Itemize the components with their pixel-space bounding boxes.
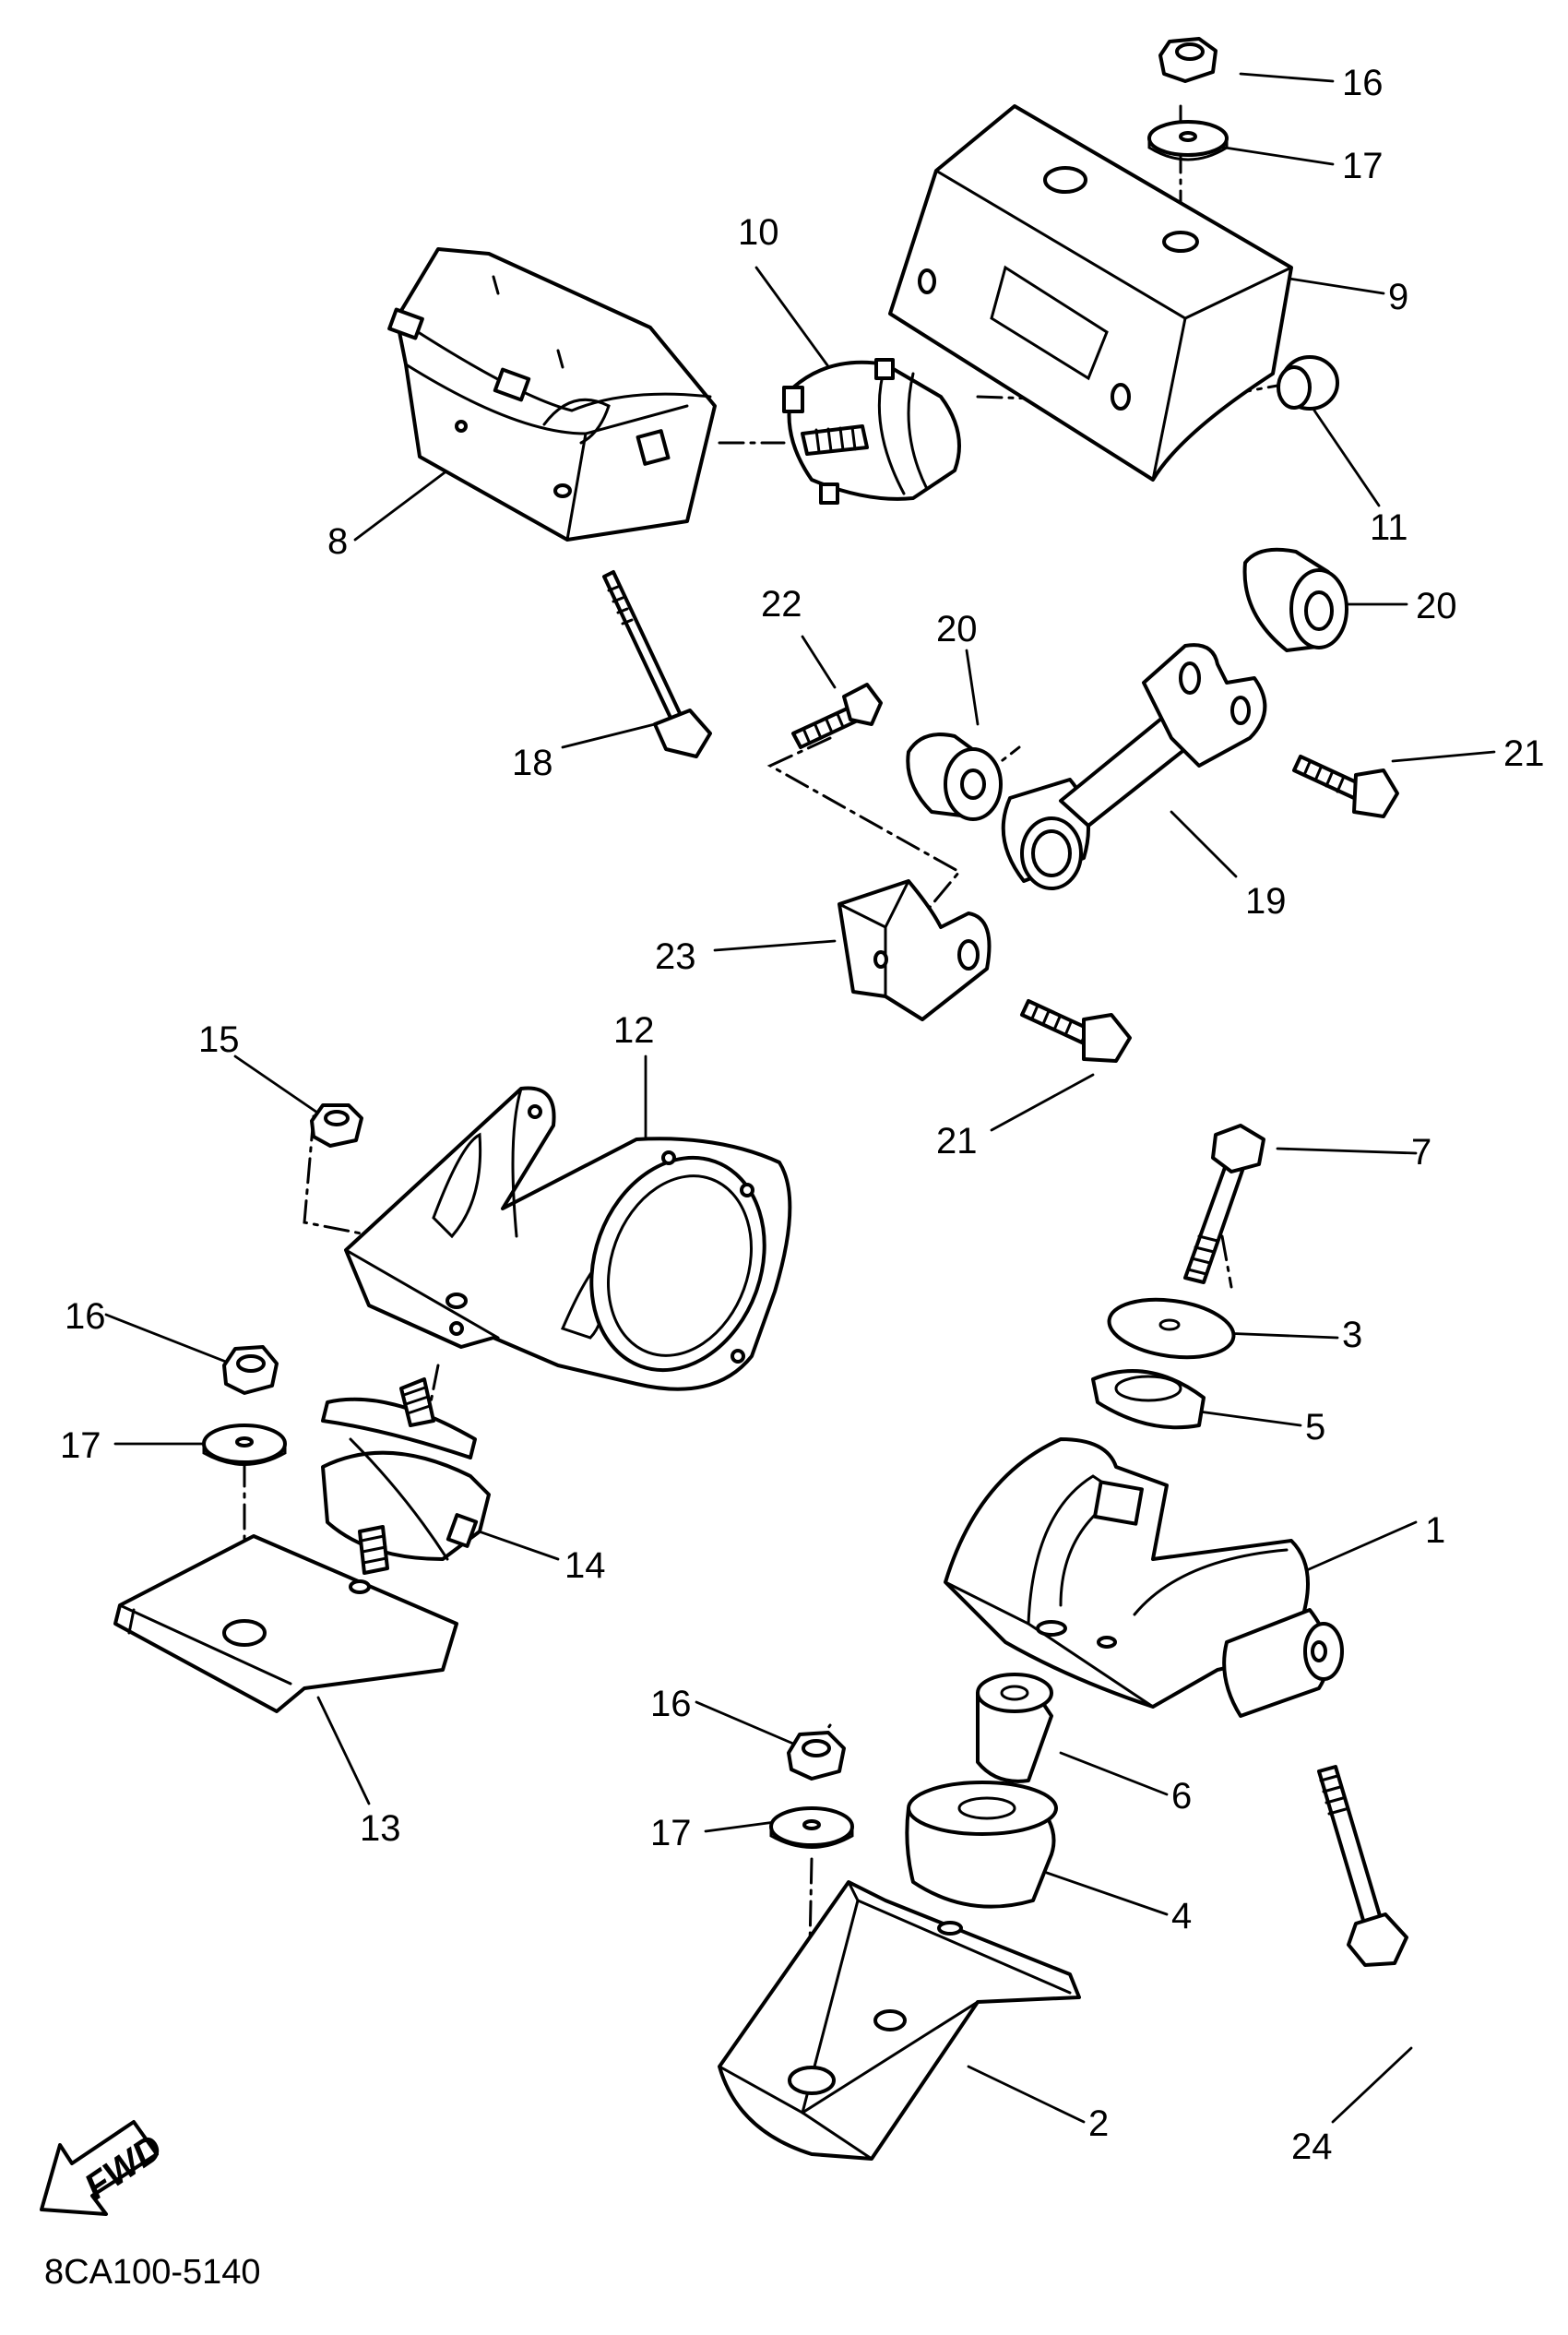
- part-2-bracket: [718, 1880, 1081, 2161]
- part-5-rubber: [1091, 1369, 1206, 1430]
- callout-18: 18: [512, 743, 553, 783]
- part-19-torque-rod: [1001, 643, 1267, 890]
- callout-22: 22: [761, 584, 802, 625]
- callout-20-left: 20: [936, 609, 978, 649]
- part-code: 8CA100-5140: [44, 2253, 261, 2292]
- callout-14: 14: [564, 1545, 606, 1586]
- callout-23: 23: [655, 936, 696, 977]
- part-10-rubber-mount: [782, 358, 961, 505]
- part-11-collar: [1277, 355, 1339, 411]
- part-13-plate: [113, 1534, 458, 1713]
- part-20-bushing-right: [1242, 547, 1348, 652]
- callout-13: 13: [360, 1808, 401, 1849]
- callout-1: 1: [1425, 1510, 1445, 1551]
- callout-16-bottom: 16: [650, 1684, 692, 1724]
- callout-7: 7: [1411, 1132, 1431, 1173]
- callout-17-bottom: 17: [650, 1813, 692, 1853]
- callout-10: 10: [738, 212, 779, 253]
- part-3-washer: [1107, 1297, 1236, 1360]
- callout-4: 4: [1171, 1896, 1192, 1936]
- callout-labels: 1 2 3 4 5 6 7 8 9 10 11 12 13 14 15 16 1…: [60, 63, 1545, 2167]
- callout-16-top: 16: [1342, 63, 1384, 103]
- callout-19: 19: [1245, 881, 1287, 922]
- callout-9: 9: [1388, 277, 1408, 317]
- callout-2: 2: [1088, 2103, 1109, 2144]
- callout-16-left: 16: [65, 1296, 106, 1337]
- callout-21-upper: 21: [1503, 733, 1545, 774]
- callout-5: 5: [1305, 1407, 1325, 1447]
- part-21-bolt-lower: [1020, 999, 1132, 1063]
- part-17-washer-left: [202, 1424, 287, 1466]
- part-8-bracket: [387, 247, 717, 542]
- part-16-nut-left: [222, 1345, 279, 1395]
- fwd-arrow-icon: FWD: [40, 2120, 170, 2216]
- callout-15: 15: [198, 1019, 240, 1060]
- callout-20-right: 20: [1416, 586, 1457, 626]
- part-22-bolt: [791, 683, 883, 749]
- part-23-small-bracket: [837, 879, 992, 1021]
- callout-17-left: 17: [60, 1425, 101, 1466]
- callout-3: 3: [1342, 1315, 1362, 1355]
- part-16-nut-bottom: [787, 1731, 846, 1781]
- part-1-bracket: [944, 1437, 1344, 1718]
- callout-6: 6: [1171, 1776, 1192, 1817]
- part-12-ring-bracket: [344, 1086, 792, 1391]
- callout-24: 24: [1291, 2127, 1333, 2167]
- part-24-bolt: [1317, 1765, 1408, 1967]
- callout-17-top: 17: [1342, 146, 1384, 186]
- part-9-bracket: [888, 104, 1293, 482]
- callout-12: 12: [613, 1010, 655, 1051]
- callout-11: 11: [1370, 507, 1408, 548]
- part-15-nut: [310, 1103, 363, 1148]
- callout-21-lower: 21: [936, 1121, 978, 1162]
- part-14-rubber-mount: [321, 1377, 491, 1575]
- part-16-nut-top: [1158, 37, 1218, 83]
- part-21-bolt-upper: [1292, 755, 1399, 818]
- callout-8: 8: [327, 521, 348, 562]
- part-4-rubber-block: [905, 1781, 1058, 1909]
- part-20-bushing-left: [906, 733, 1003, 821]
- leader-lines: [104, 72, 1496, 2124]
- part-7-bolt: [1183, 1124, 1265, 1284]
- part-18-long-bolt: [602, 570, 712, 758]
- part-17-washer-bottom: [769, 1806, 854, 1849]
- part-17-washer-top: [1147, 120, 1229, 161]
- part-6-collar: [976, 1673, 1053, 1783]
